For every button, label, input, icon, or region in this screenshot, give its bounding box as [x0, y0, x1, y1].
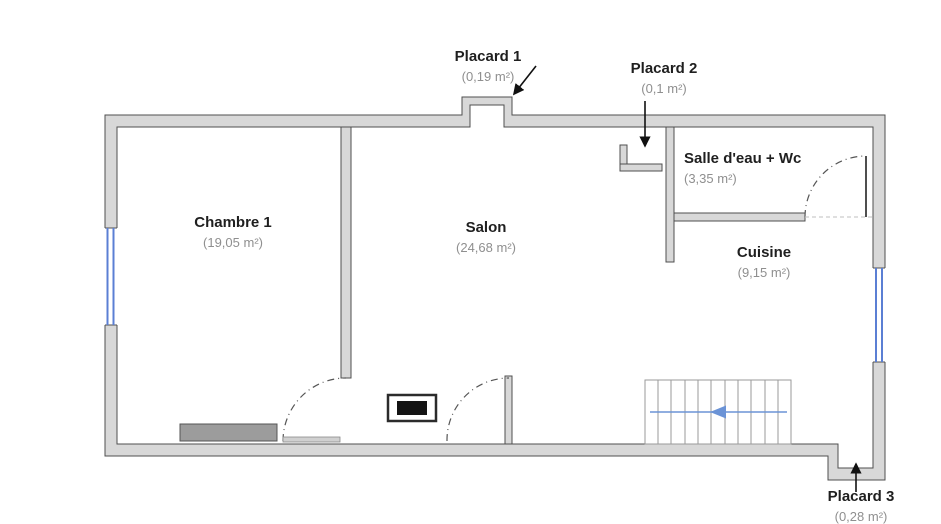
window-left: [104, 227, 118, 326]
interior-walls: [340, 126, 806, 445]
room-label-placard2: Placard 2 (0,1 m²): [631, 60, 698, 96]
room-label-cuisine: Cuisine (9,15 m²): [737, 244, 791, 280]
door-threshold: [282, 436, 341, 443]
room-name: Salon: [465, 219, 507, 236]
fireplace: [386, 393, 438, 423]
stairs-direction-arrow-icon: [710, 405, 726, 419]
doors: [282, 155, 867, 442]
room-label-salon: Salon (24,68 m²): [456, 219, 516, 255]
door-arc-chambre: [282, 377, 347, 442]
room-name: Placard 2: [630, 60, 698, 77]
room-name: Placard 1: [454, 48, 522, 65]
room-name: Placard 3: [827, 488, 895, 505]
room-area: (0,19 m²): [461, 69, 515, 84]
room-area: (19,05 m²): [203, 235, 263, 250]
wall-placard2-horizontal: [619, 163, 663, 172]
room-name: Salle d'eau + Wc: [684, 150, 802, 167]
placard1-arrow-icon: [512, 65, 537, 96]
room-label-salle-eau: Salle d'eau + Wc (3,35 m²): [684, 150, 801, 186]
wall-chambre-salon: [340, 126, 352, 379]
room-area: (24,68 m²): [456, 240, 516, 255]
windows: [104, 227, 886, 363]
annotation-arrows: [512, 65, 862, 492]
room-label-placard3: Placard 3 (0,28 m²): [828, 488, 895, 524]
window-right: [872, 267, 886, 363]
room-label-chambre1: Chambre 1 (19,05 m²): [194, 214, 272, 250]
door-arc-entry: [446, 377, 510, 442]
stairs: [644, 379, 792, 445]
room-area: (0,28 m²): [834, 509, 888, 524]
room-label-placard1: Placard 1 (0,19 m²): [455, 48, 522, 84]
room-name: Cuisine: [736, 244, 792, 261]
room-name: Chambre 1: [194, 214, 272, 231]
exterior-walls: [104, 96, 886, 481]
room-area: (0,1 m²): [641, 81, 687, 96]
door-arc-bathroom: [804, 155, 867, 218]
wall-bathroom-vertical: [665, 126, 675, 263]
wall-entry-stub: [504, 375, 513, 445]
room-area: (9,15 m²): [737, 265, 791, 280]
radiator: [179, 423, 278, 442]
room-area: (3,35 m²): [684, 171, 737, 186]
wall-bathroom-horizontal: [673, 212, 806, 222]
